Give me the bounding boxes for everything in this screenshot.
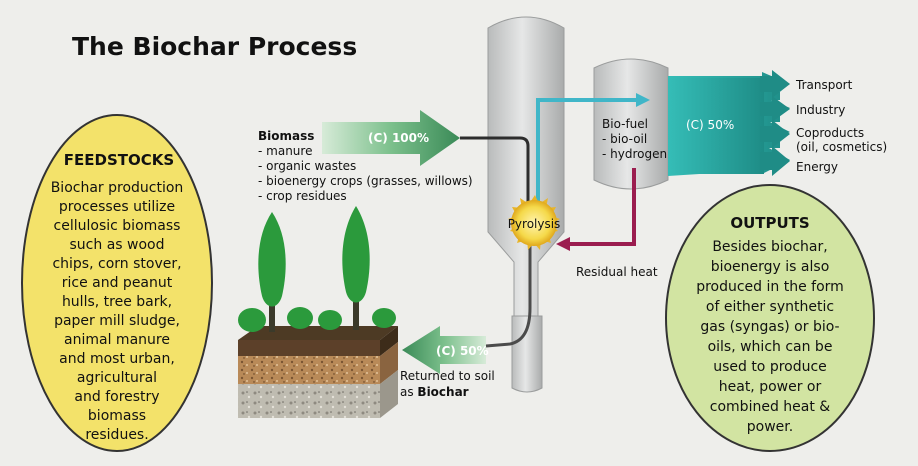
svg-text:cellulosic biomass: cellulosic biomass: [54, 218, 181, 234]
use-label-coproducts-detail: (oil, cosmetics): [796, 140, 887, 154]
char-output-line: [485, 245, 532, 348]
use-label-coproducts: Coproducts: [796, 126, 864, 140]
biochar-carbon-label: (C) 50%: [436, 344, 489, 358]
use-label-industry: Industry: [796, 103, 845, 117]
biomass-item: - bioenergy crops (grasses, willows): [258, 174, 473, 188]
svg-text:power.: power.: [747, 419, 793, 435]
biofuel-output-block: [668, 72, 790, 176]
use-label-energy: Energy: [796, 160, 838, 174]
svg-text:bioenergy is also: bioenergy is also: [711, 259, 830, 275]
svg-text:combined heat &: combined heat &: [710, 399, 831, 415]
biomass-heading: Biomass: [258, 129, 314, 143]
svg-text:Biochar production: Biochar production: [51, 180, 184, 196]
svg-text:produced in the form: produced in the form: [696, 279, 844, 295]
svg-text:oils, which can be: oils, which can be: [708, 339, 833, 355]
svg-text:hulls, tree bark,: hulls, tree bark,: [62, 294, 172, 310]
biomass-item: - crop residues: [258, 189, 347, 203]
tree-icon: [342, 206, 370, 330]
tree-icon: [258, 212, 286, 332]
input-carbon-label: (C) 100%: [368, 131, 429, 145]
residual-heat-label: Residual heat: [576, 265, 658, 279]
biofuel-tank: [593, 58, 669, 190]
residual-heat-line: [566, 168, 636, 246]
vapor-line-arrowhead: [636, 93, 650, 107]
returned-to-soil-label: Returned to soil: [400, 369, 495, 383]
use-arrows: [760, 70, 790, 176]
page-title: The Biochar Process: [72, 32, 357, 61]
biofuel-item: - hydrogen: [602, 147, 667, 161]
svg-text:processes utilize: processes utilize: [59, 199, 175, 215]
svg-text:paper mill sludge,: paper mill sludge,: [54, 313, 180, 329]
biomass-item: - organic wastes: [258, 159, 356, 173]
svg-text:such as wood: such as wood: [70, 237, 165, 253]
biofuel-carbon-label: (C) 50%: [686, 118, 734, 132]
soil-block: [238, 326, 398, 418]
svg-text:used to produce: used to produce: [713, 359, 827, 375]
biofuel-heading: Bio-fuel: [602, 117, 648, 131]
svg-text:agricultural: agricultural: [77, 370, 157, 386]
svg-text:and forestry: and forestry: [74, 389, 159, 405]
biomass-item: - manure: [258, 144, 312, 158]
svg-text:biomass: biomass: [88, 408, 146, 424]
svg-text:gas (syngas) or bio-: gas (syngas) or bio-: [700, 319, 839, 335]
pyrolysis-burst: [508, 195, 560, 250]
use-label-transport: Transport: [795, 78, 853, 92]
input-carbon-arrow: [322, 110, 460, 166]
outputs-text: Besides biochar, bioenergy is also produ…: [696, 239, 844, 435]
svg-text:of either synthetic: of either synthetic: [706, 299, 834, 315]
svg-text:chips, corn stover,: chips, corn stover,: [52, 256, 181, 272]
biomass-feed-line: [460, 136, 530, 218]
residual-heat-arrowhead: [556, 237, 570, 251]
svg-text:rice and peanut: rice and peanut: [62, 275, 173, 291]
svg-text:heat, power or: heat, power or: [719, 379, 822, 395]
outputs-oval: [665, 184, 875, 452]
pyrolysis-label: Pyrolysis: [508, 217, 561, 231]
biochar-carbon-arrow: [402, 326, 486, 374]
outputs-heading: OUTPUTS: [730, 214, 809, 232]
svg-text:animal manure: animal manure: [64, 332, 170, 348]
bush-icon: [238, 307, 396, 332]
feedstocks-heading: FEEDSTOCKS: [64, 151, 174, 169]
biofuel-item: - bio-oil: [602, 132, 647, 146]
feedstocks-oval: [21, 114, 213, 452]
returned-to-soil-biochar: as Biochar: [400, 385, 469, 399]
svg-text:residues.: residues.: [85, 427, 148, 443]
svg-text:and most urban,: and most urban,: [59, 351, 175, 367]
feedstocks-text: Biochar production processes utilize cel…: [51, 180, 184, 443]
svg-text:Besides biochar,: Besides biochar,: [712, 239, 827, 255]
